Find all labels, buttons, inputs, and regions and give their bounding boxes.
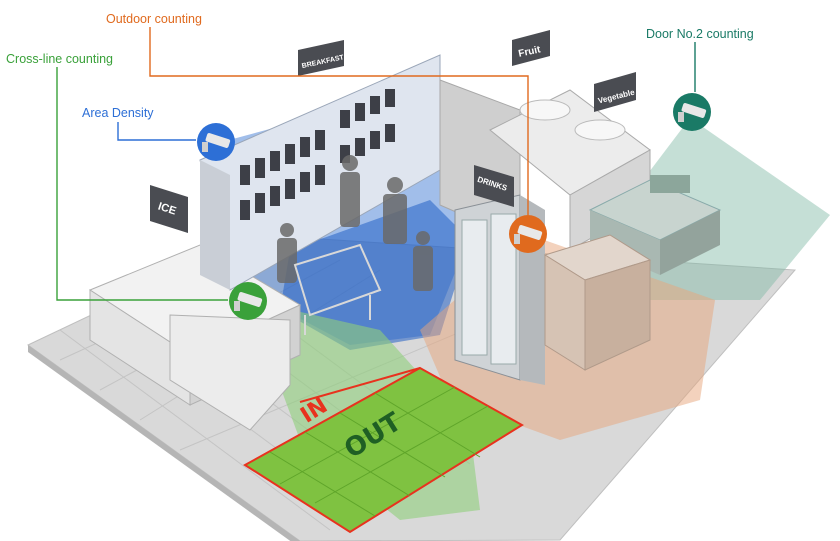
area-leader-line bbox=[117, 122, 196, 141]
area-density-camera[interactable] bbox=[196, 122, 240, 162]
left-shelf-unit bbox=[199, 54, 441, 291]
mat-grid bbox=[269, 386, 489, 517]
sign-vegetable: Vegetable bbox=[592, 72, 640, 117]
cctv-camera-icon bbox=[514, 225, 543, 244]
counting-line bbox=[299, 367, 421, 403]
cctv-camera-icon bbox=[678, 103, 707, 122]
crossline-leader-line bbox=[56, 67, 228, 301]
outdoor-leader-line bbox=[149, 27, 529, 215]
sign-fruit: Fruit bbox=[510, 30, 554, 73]
cctv-camera-icon bbox=[202, 133, 231, 152]
sign-fruit-text: Fruit bbox=[517, 44, 542, 60]
sign-drinks: DRINKS bbox=[472, 165, 518, 212]
cctv-camera-icon bbox=[234, 292, 263, 311]
sign-ice-text: ICE bbox=[156, 201, 177, 218]
sign-ice: ICE bbox=[148, 185, 192, 238]
shoppers bbox=[277, 155, 433, 291]
counting-mat bbox=[243, 366, 524, 534]
door2-camera[interactable] bbox=[672, 92, 716, 132]
sign-breakfast: BREAKFAST bbox=[296, 40, 348, 83]
outdoor-camera[interactable] bbox=[508, 214, 552, 254]
shopping-cart bbox=[293, 243, 382, 335]
door2-counting-label: Door No.2 counting bbox=[646, 27, 754, 41]
area-density-label: Area Density bbox=[82, 106, 154, 120]
produce-bins bbox=[543, 234, 652, 371]
floor-edge bbox=[28, 345, 300, 541]
crossline-camera[interactable] bbox=[228, 281, 272, 321]
outdoor-counting-label: Outdoor counting bbox=[106, 12, 202, 26]
crossline-counting-label: Cross-line counting bbox=[6, 52, 113, 66]
